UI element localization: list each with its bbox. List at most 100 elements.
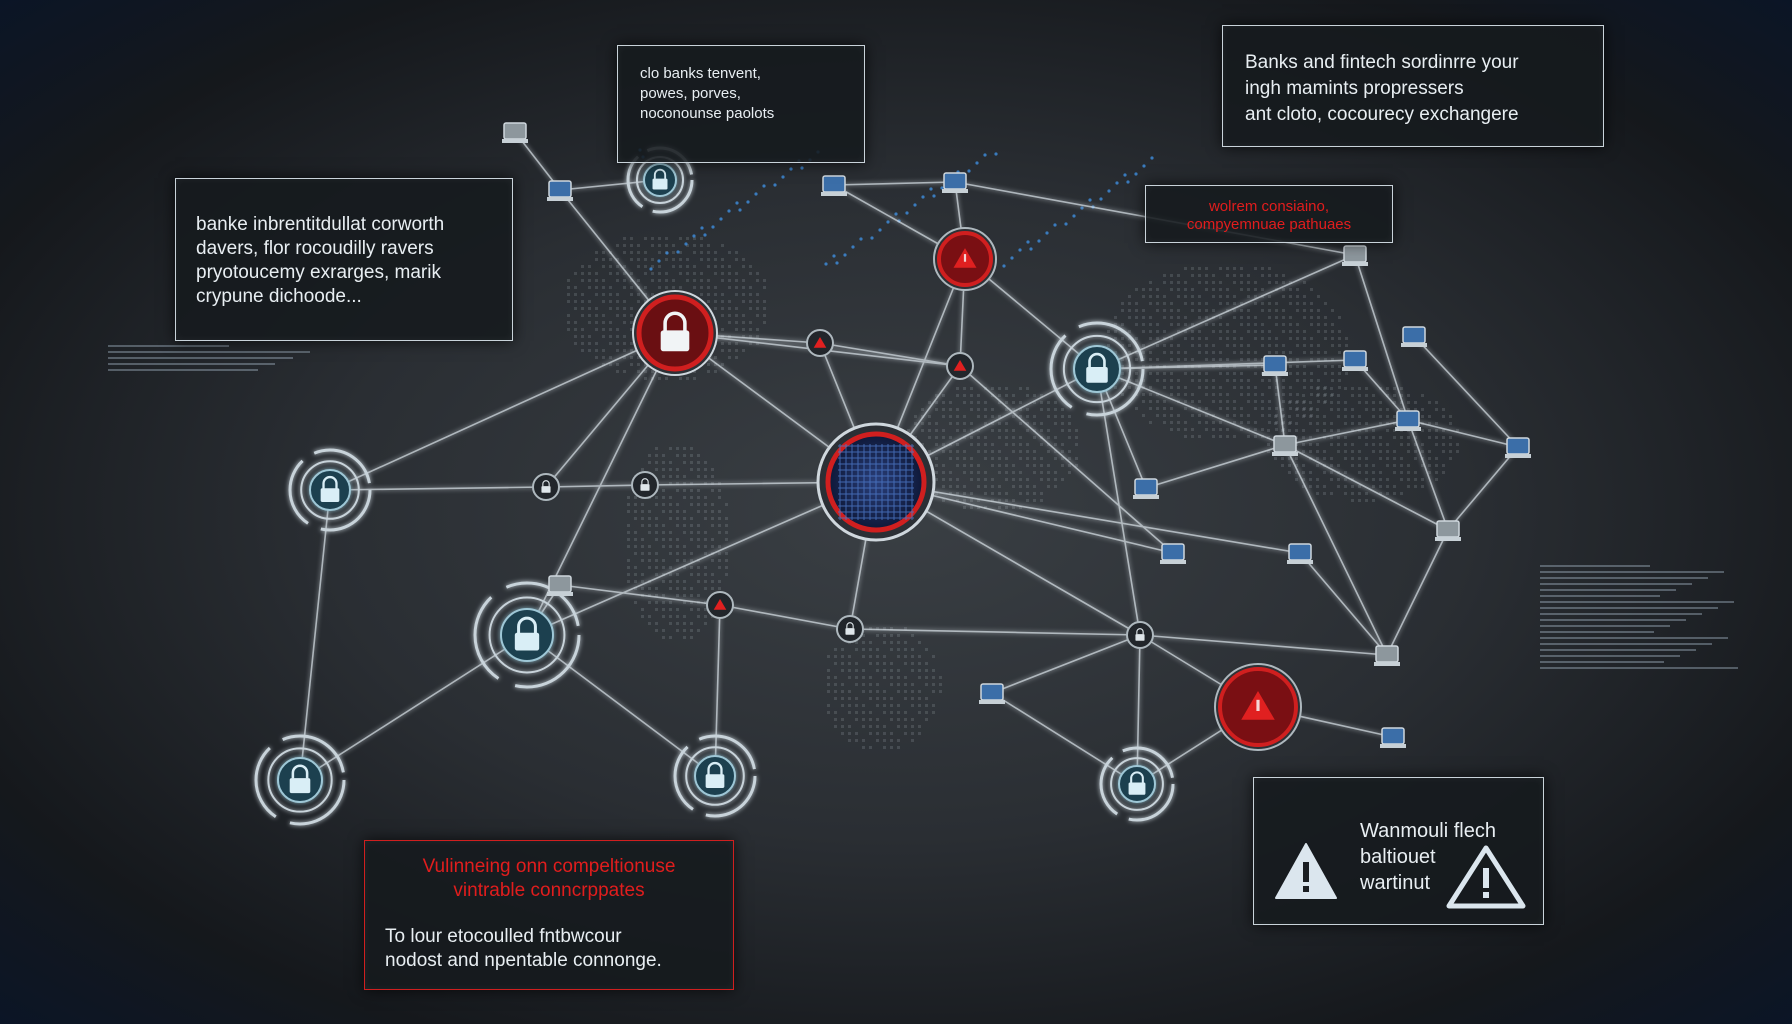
padlock-icon — [514, 616, 540, 651]
server-icon[interactable] — [821, 175, 847, 196]
callout-center-red-text: wolrem consiaino, compyemnuae pathuaes — [1186, 198, 1352, 233]
padlock-icon — [1086, 353, 1108, 383]
server-icon[interactable] — [1401, 326, 1427, 347]
server-icon[interactable] — [547, 575, 573, 596]
network-link — [819, 342, 961, 367]
network-link — [1407, 419, 1449, 531]
network-link — [875, 481, 1301, 554]
server-icon[interactable] — [1505, 437, 1531, 458]
small-relay-node[interactable] — [631, 471, 659, 499]
network-link — [1354, 254, 1409, 421]
callout-left: banke inbrentitdullat corworth davers, f… — [175, 178, 513, 341]
padlock-icon — [845, 622, 855, 635]
callout-bottom-right: Wanmouli flech baltiouet wartinut — [1253, 777, 1544, 925]
threat-warning-node[interactable] — [933, 227, 997, 291]
network-link — [545, 484, 646, 488]
secure-lock-node[interactable] — [626, 146, 694, 214]
warning-triangle-icon — [713, 599, 727, 610]
network-link — [1299, 552, 1388, 656]
secure-lock-node[interactable] — [288, 448, 372, 532]
padlock-icon — [1128, 771, 1146, 795]
network-link — [1386, 529, 1449, 656]
callout-top-center: clo banks tenvent, powes, porves, nocono… — [617, 45, 865, 163]
threat-warning-node[interactable] — [1214, 663, 1302, 751]
data-stream-left — [108, 345, 328, 375]
server-icon[interactable] — [1160, 543, 1186, 564]
server-icon[interactable] — [1342, 350, 1368, 371]
callout-center-red: wolrem consiaino, compyemnuae pathuaes — [1145, 185, 1393, 243]
padlock-icon — [541, 480, 551, 493]
secure-lock-node[interactable] — [1099, 746, 1175, 822]
network-link — [299, 634, 528, 781]
callout-top-right: Banks and fintech sordinrre your ingh ma… — [1222, 25, 1604, 147]
secure-lock-node[interactable] — [673, 734, 757, 818]
secure-lock-node[interactable] — [254, 734, 346, 826]
network-link — [1407, 419, 1519, 448]
network-link — [1284, 419, 1409, 446]
threat-small-node[interactable] — [806, 329, 834, 357]
secure-lock-node[interactable] — [473, 581, 581, 689]
network-link — [526, 481, 877, 636]
padlock-icon — [640, 478, 650, 491]
padlock-icon — [289, 764, 311, 794]
small-relay-node[interactable] — [836, 615, 864, 643]
server-icon[interactable] — [942, 172, 968, 193]
server-icon[interactable] — [1380, 727, 1406, 748]
server-icon[interactable] — [1272, 435, 1298, 456]
server-icon[interactable] — [547, 180, 573, 201]
server-icon[interactable] — [502, 122, 528, 143]
warning-triangle-icon — [1241, 691, 1275, 720]
server-icon[interactable] — [1262, 355, 1288, 376]
server-icon[interactable] — [1395, 410, 1421, 431]
small-relay-node[interactable] — [1126, 621, 1154, 649]
circuit-core-icon — [838, 444, 914, 520]
network-link — [1284, 444, 1449, 531]
core-hub-node[interactable] — [816, 422, 936, 542]
server-icon[interactable] — [1435, 520, 1461, 541]
network-link — [329, 486, 547, 491]
callout-bottom-left-text: To lour etocoulled fntbwcour nodost and … — [385, 926, 662, 971]
network-link — [526, 634, 716, 777]
server-icon[interactable] — [1287, 543, 1313, 564]
server-icon[interactable] — [1342, 245, 1368, 266]
callout-bottom-left: Vulinneing onn compeltionuse vintrable c… — [364, 840, 734, 990]
callout-bottom-right-text: Wanmouli flech baltiouet wartinut — [1360, 820, 1496, 894]
warning-triangle-icon — [1275, 843, 1337, 899]
network-link — [299, 489, 331, 781]
server-icon[interactable] — [979, 683, 1005, 704]
network-link — [991, 634, 1141, 694]
callout-left-text: banke inbrentitdullat corworth davers, f… — [196, 214, 445, 307]
warning-triangle-icon — [953, 248, 977, 268]
server-icon[interactable] — [1374, 645, 1400, 666]
data-stream-right — [1540, 565, 1740, 673]
callout-top-center-text: clo banks tenvent, powes, porves, nocono… — [640, 65, 775, 122]
network-link — [991, 692, 1138, 785]
network-link — [1136, 634, 1141, 785]
network-link — [1413, 335, 1519, 448]
secure-lock-node[interactable] — [1049, 321, 1145, 417]
network-link — [329, 332, 676, 491]
threat-lock-node[interactable] — [632, 290, 718, 376]
threat-small-node[interactable] — [706, 591, 734, 619]
network-link — [719, 604, 851, 630]
padlock-icon — [652, 168, 668, 190]
network-link — [714, 604, 721, 777]
warning-triangle-outline-icon — [1446, 845, 1526, 909]
padlock-icon — [705, 761, 725, 788]
server-icon[interactable] — [1133, 478, 1159, 499]
network-link — [559, 584, 721, 606]
threat-small-node[interactable] — [946, 352, 974, 380]
network-link — [1274, 364, 1286, 446]
network-link — [849, 628, 1141, 636]
network-link — [959, 365, 1174, 554]
padlock-icon — [320, 475, 340, 502]
small-relay-node[interactable] — [532, 473, 560, 501]
padlock-icon — [1135, 628, 1145, 641]
callout-bottom-left-alert: Vulinneing onn compeltionuse vintrable c… — [422, 856, 676, 901]
network-link — [1096, 359, 1356, 370]
world-map-dots — [567, 237, 1459, 749]
network-link — [833, 181, 956, 186]
network-link — [1139, 634, 1388, 656]
